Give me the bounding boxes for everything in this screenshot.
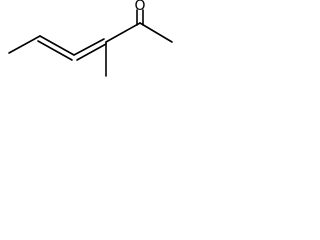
bond-c3-c4-double: [73, 38, 107, 61]
bond-c1-c2: [8, 35, 41, 54]
bond-c6-c7: [139, 22, 173, 43]
bond-c6-o1-double: [136, 9, 144, 26]
skeletal-formula-diagram: O: [8, 0, 173, 77]
oxygen-atom-label: O: [134, 0, 145, 14]
bond-c4-c6: [105, 22, 141, 43]
bond-c2-c3-double: [37, 35, 75, 61]
